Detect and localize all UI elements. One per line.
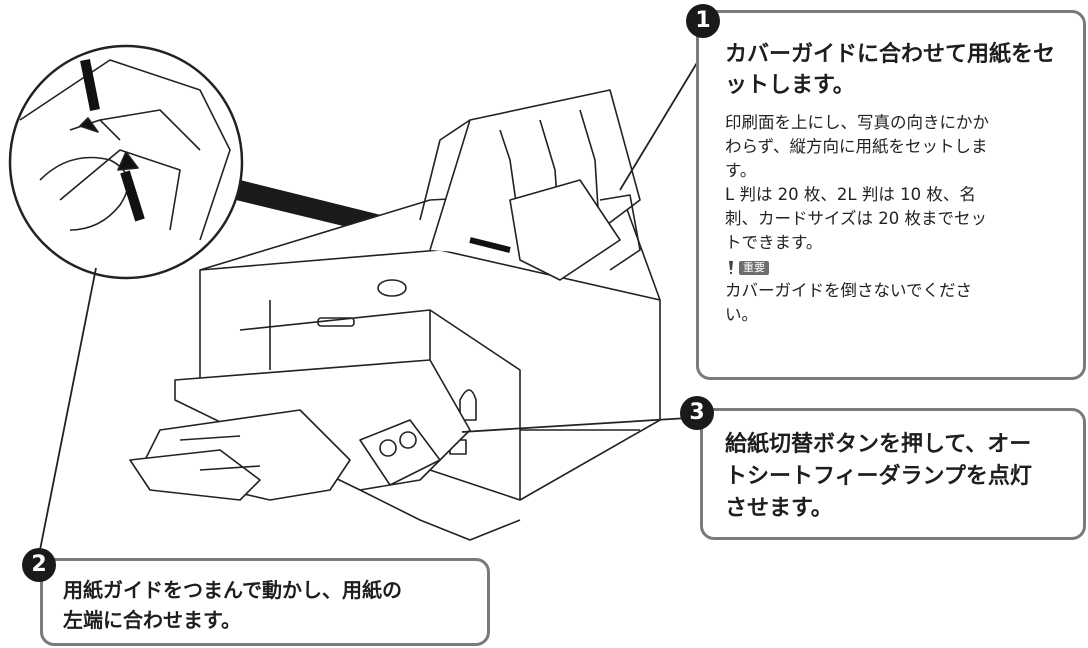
step1-body: 印刷面を上にし、写真の向きにかか わらず、縦方向に用紙をセットしま す。 L 判… (725, 111, 1073, 255)
step2-number-badge: 2 (22, 548, 56, 582)
step1-callout: カバーガイドに合わせて用紙をセットします。 印刷面を上にし、写真の向きにかか わ… (696, 10, 1086, 380)
step1-body-line: L 判は 20 枚、2L 判は 10 枚、名 (725, 185, 976, 204)
step1-body-line: トできます。 (725, 233, 823, 252)
exclamation-icon (729, 261, 733, 274)
important-label: 重要 (739, 261, 769, 275)
step1-body-line: わらず、縦方向に用紙をセットしま (725, 137, 988, 156)
step2-callout: 用紙ガイドをつまんで動かし、用紙の 左端に合わせます。 (40, 558, 490, 646)
important-line: い。 (725, 305, 758, 324)
step3-number-badge: 3 (680, 396, 714, 430)
step3-headline-line: させます。 (725, 496, 833, 521)
important-note: 重要 (725, 257, 1073, 279)
step3-callout: 給紙切替ボタンを押して、オー トシートフィーダランプを点灯 させます。 (700, 408, 1086, 540)
step2-headline: 用紙ガイドをつまんで動かし、用紙の 左端に合わせます。 (63, 575, 477, 635)
step2-headline-line: 用紙ガイドをつまんで動かし、用紙の (63, 578, 402, 602)
step2-headline-line: 左端に合わせます。 (63, 608, 241, 632)
step1-body-line: す。 (725, 161, 757, 180)
important-line: カバーガイドを倒さないでくださ (725, 281, 973, 300)
step1-body-line: 刺、カードサイズは 20 枚までセッ (725, 209, 987, 228)
step3-headline: 給紙切替ボタンを押して、オー トシートフィーダランプを点灯 させます。 (725, 429, 1073, 525)
important-text: カバーガイドを倒さないでくださ い。 (725, 279, 1073, 327)
step3-headline-line: トシートフィーダランプを点灯 (725, 464, 1032, 489)
step1-headline: カバーガイドに合わせて用紙をセットします。 (725, 42, 1056, 98)
step3-headline-line: 給紙切替ボタンを押して、オー (725, 432, 1032, 457)
step1-number-badge: 1 (686, 4, 720, 38)
step1-body-line: 印刷面を上にし、写真の向きにかか (725, 113, 989, 132)
